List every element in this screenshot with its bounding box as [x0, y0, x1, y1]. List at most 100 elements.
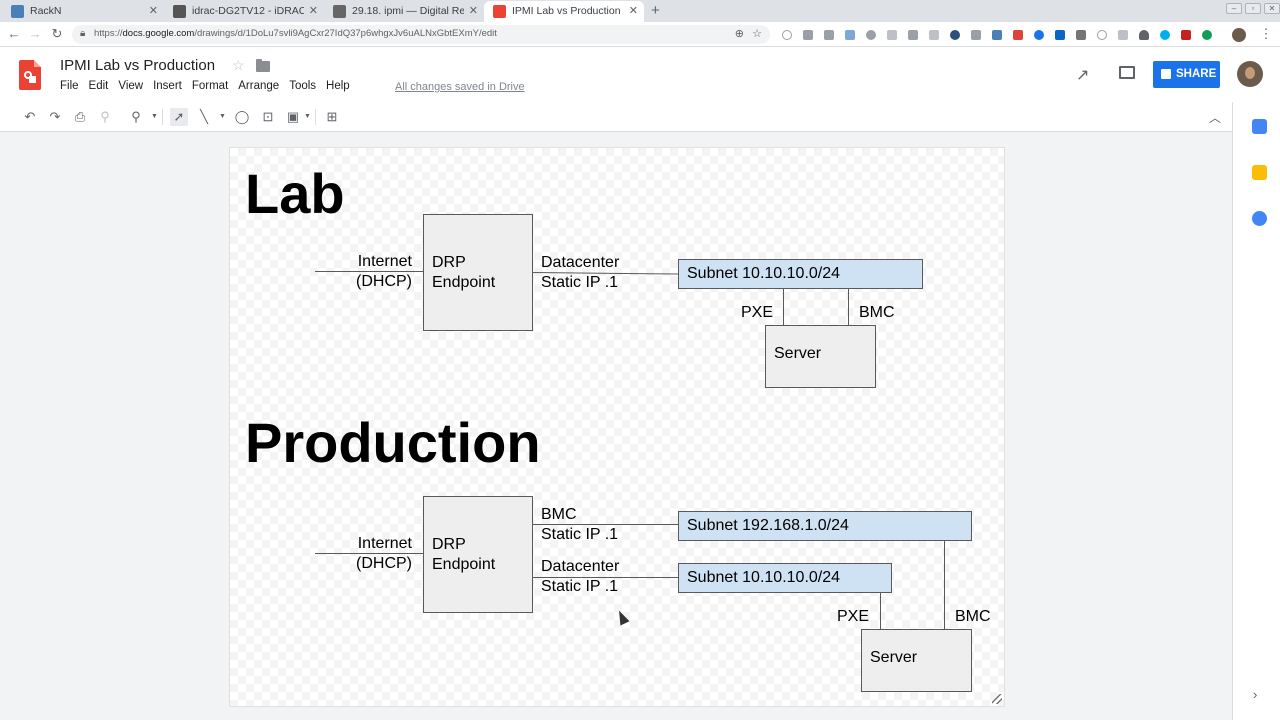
account-avatar[interactable]	[1237, 61, 1263, 87]
extension-globe-icon[interactable]	[950, 30, 960, 40]
select-icon[interactable]: ➚	[170, 108, 188, 126]
prod-dc-subnet-box[interactable]: Subnet 10.10.10.0/24	[678, 563, 892, 593]
reload-button[interactable]: ↻	[51, 26, 63, 41]
print-icon[interactable]: ⎙	[74, 109, 86, 124]
prod-bmc-line[interactable]	[944, 541, 945, 629]
menu-edit[interactable]: Edit	[88, 80, 109, 92]
notification-bell-icon[interactable]	[1139, 30, 1149, 40]
tasks-icon[interactable]	[1252, 211, 1267, 226]
lab-datacenter-label[interactable]: Datacenter	[541, 254, 620, 271]
menu-file[interactable]: File	[60, 80, 79, 92]
line-icon[interactable]: ╲	[200, 109, 208, 124]
extension-g-icon[interactable]	[908, 30, 918, 40]
extension-square-icon[interactable]	[887, 30, 897, 40]
prod-internet-label[interactable]: Internet	[357, 535, 412, 552]
image-icon[interactable]: ▣	[286, 109, 300, 124]
prod-bmc-label[interactable]: BMC	[955, 608, 991, 625]
lab-heading[interactable]: Lab	[245, 162, 345, 225]
close-window-button[interactable]: ✕	[1264, 3, 1280, 14]
close-tab-icon[interactable]: ✕	[628, 5, 638, 17]
menu-help[interactable]: Help	[326, 80, 350, 92]
save-status[interactable]: All changes saved in Drive	[395, 81, 525, 93]
production-heading[interactable]: Production	[245, 411, 541, 474]
extension-dot-icon[interactable]	[866, 30, 876, 40]
drawings-logo-icon[interactable]	[19, 60, 41, 90]
shape-icon[interactable]: ◯	[234, 109, 250, 124]
new-tab-button[interactable]: +	[651, 2, 660, 19]
folder-icon[interactable]	[256, 59, 270, 72]
textbox-icon[interactable]: ⊡	[262, 109, 274, 124]
lab-bmc-label[interactable]: BMC	[859, 304, 895, 321]
linkedin-extension-icon[interactable]	[1055, 30, 1065, 40]
extension-green-icon[interactable]	[1202, 30, 1212, 40]
tab-idrac[interactable]: idrac-DG2TV12 - iDRAC7 - Summary ✕	[164, 1, 324, 22]
extension-pen-icon[interactable]	[824, 30, 834, 40]
lab-server-box[interactable]: Server	[765, 325, 876, 388]
menu-insert[interactable]: Insert	[153, 80, 182, 92]
skype-extension-icon[interactable]	[1160, 30, 1170, 40]
prod-pxe-line[interactable]	[880, 593, 881, 629]
back-button[interactable]: ←	[7, 26, 21, 41]
activity-dashboard-icon[interactable]: ↗	[1076, 67, 1090, 84]
zoom-caret-icon[interactable]: ▼	[151, 113, 158, 120]
redo-icon[interactable]: ↷	[49, 109, 61, 124]
bookmark-star-icon[interactable]: ☆	[752, 28, 762, 40]
lab-subnet-box[interactable]: Subnet 10.10.10.0/24	[678, 259, 923, 289]
prod-bmc-link-line[interactable]	[533, 524, 678, 525]
prod-bmc-subnet-box[interactable]: Subnet 192.168.1.0/24	[678, 511, 972, 541]
share-button[interactable]: SHARE	[1153, 61, 1220, 88]
extension-chat-icon[interactable]	[929, 30, 939, 40]
extension-puzzle-icon[interactable]	[845, 30, 855, 40]
tab-ipmi-docs[interactable]: 29.18. ipmi — Digital Rebar ✕	[324, 1, 484, 22]
lab-internet-line[interactable]	[315, 271, 423, 272]
menu-arrange[interactable]: Arrange	[238, 80, 280, 92]
menu-tools[interactable]: Tools	[289, 80, 317, 92]
lab-dhcp-label[interactable]: (DHCP)	[356, 273, 412, 290]
document-title[interactable]: IPMI Lab vs Production	[60, 57, 216, 74]
minimize-window-button[interactable]: –	[1226, 3, 1242, 14]
lab-static-ip-label[interactable]: Static IP .1	[541, 274, 619, 291]
menu-format[interactable]: Format	[191, 80, 229, 92]
extension-gear-icon[interactable]	[971, 30, 981, 40]
image-caret-icon[interactable]: ▼	[304, 113, 311, 120]
lab-pxe-line[interactable]	[783, 289, 784, 325]
menu-view[interactable]: View	[118, 80, 144, 92]
tab-drawing[interactable]: IPMI Lab vs Production - Google Drawings…	[484, 1, 644, 22]
lab-bmc-line[interactable]	[848, 289, 849, 325]
prod-pxe-label[interactable]: PXE	[837, 608, 870, 625]
extension-doc-icon[interactable]	[1118, 30, 1128, 40]
lab-pxe-label[interactable]: PXE	[741, 304, 774, 321]
extension-blue-icon[interactable]	[1034, 30, 1044, 40]
address-bar[interactable]: 🔒︎ https://docs.google.com/drawings/d/1D…	[72, 25, 770, 44]
extension-circle-icon[interactable]	[782, 30, 792, 40]
comments-icon[interactable]	[1119, 66, 1135, 79]
close-tab-icon[interactable]: ✕	[468, 5, 478, 17]
paint-format-icon[interactable]: ⚲	[100, 109, 110, 124]
collapse-menus-icon[interactable]: ︿	[1209, 111, 1222, 125]
browser-menu-icon[interactable]: ⋮	[1259, 26, 1273, 41]
line-caret-icon[interactable]: ▼	[219, 113, 226, 120]
star-icon[interactable]: ☆	[232, 57, 245, 73]
extension-bars-icon[interactable]	[1076, 30, 1086, 40]
prod-dc-static-ip-label[interactable]: Static IP .1	[541, 578, 619, 595]
close-tab-icon[interactable]: ✕	[308, 5, 318, 17]
prod-datacenter-label[interactable]: Datacenter	[541, 558, 620, 575]
prod-server-box[interactable]: Server	[861, 629, 972, 692]
add-comment-icon[interactable]: ⊞	[326, 109, 338, 124]
close-tab-icon[interactable]: ✕	[148, 5, 158, 17]
prod-internet-line[interactable]	[315, 553, 423, 554]
undo-icon[interactable]: ↶	[24, 109, 36, 124]
prod-dhcp-label[interactable]: (DHCP)	[356, 555, 412, 572]
extension-pin-icon[interactable]	[803, 30, 813, 40]
extension-arrow-icon[interactable]	[992, 30, 1002, 40]
forward-button[interactable]: →	[28, 26, 42, 41]
lab-internet-label[interactable]: Internet	[357, 253, 412, 270]
extension-badge-icon[interactable]	[1181, 30, 1191, 40]
extension-red-icon[interactable]	[1013, 30, 1023, 40]
maximize-window-button[interactable]: ▫	[1245, 3, 1261, 14]
zoom-icon[interactable]: ⚲	[131, 109, 141, 124]
canvas-resize-handle[interactable]	[992, 694, 1002, 704]
